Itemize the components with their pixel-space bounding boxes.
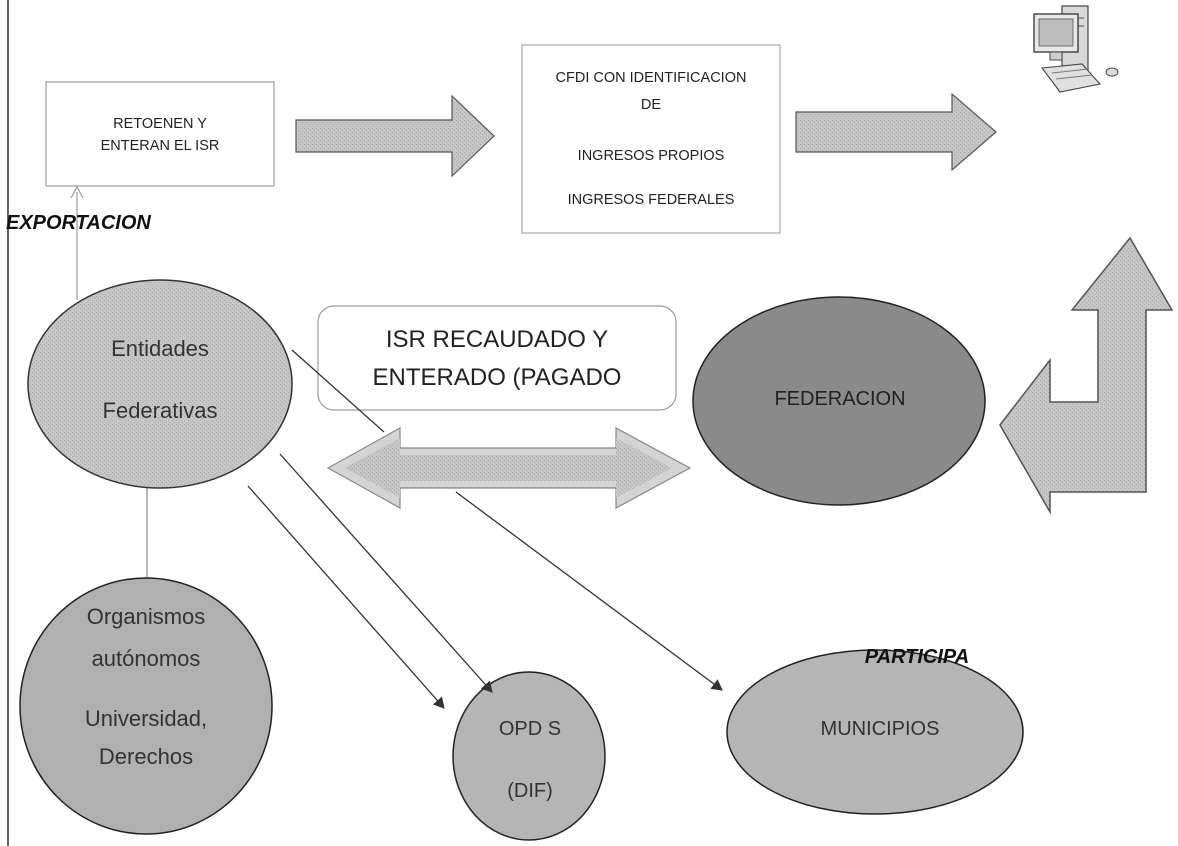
cfdi-box [521,44,781,234]
organismos-circle [19,577,273,835]
cfdi-line1: CFDI CON IDENTIFICACION [555,70,747,86]
exportacion-label: EXPORTACION [6,212,151,234]
arrow-to-computer [795,92,997,172]
entidades-line1: Entidades [111,336,209,361]
thin-line-to-isr [291,349,385,433]
double-arrow-inner [345,438,672,498]
retienen-line1: RETOENEN Y [113,116,207,132]
cfdi-line4: INGRESOS FEDERALES [567,192,735,208]
computer-icon [1033,5,1119,93]
organismos-line2: autónomos [91,646,201,671]
cfdi-line2: DE [640,97,662,113]
organismos-line4: Derechos [98,744,194,769]
arrow-to-municipios [455,491,723,691]
opd-circle [452,671,606,841]
entidades-circle [27,279,293,489]
federacion-label: FEDERACION [774,388,906,410]
retienen-box [45,81,275,187]
opd-line2: (DIF) [507,780,553,802]
arrow-to-opd-2 [247,485,445,709]
isr-line1: ISR RECAUDADO Y [385,326,609,353]
organismos-line1: Organismos [86,604,206,629]
isr-line2: ENTERADO (PAGADO [372,364,622,391]
cfdi-line3: INGRESOS PROPIOS [577,148,725,164]
federacion-circle [692,296,986,506]
arrow-to-opd [279,453,493,693]
retienen-line2: ENTERAN EL ISR [100,138,220,154]
organismos-line3: Universidad, [84,706,208,731]
arrow-to-cfdi [295,94,495,178]
isr-rounded-box [317,305,677,411]
municipios-label: MUNICIPIOS [820,718,940,740]
return-bent-arrow [999,236,1174,515]
entidades-line2: Federativas [102,398,218,423]
opd-line1: OPD S [498,718,562,740]
participa-label: PARTICIPA [864,646,970,668]
municipios-circle [726,649,1024,815]
